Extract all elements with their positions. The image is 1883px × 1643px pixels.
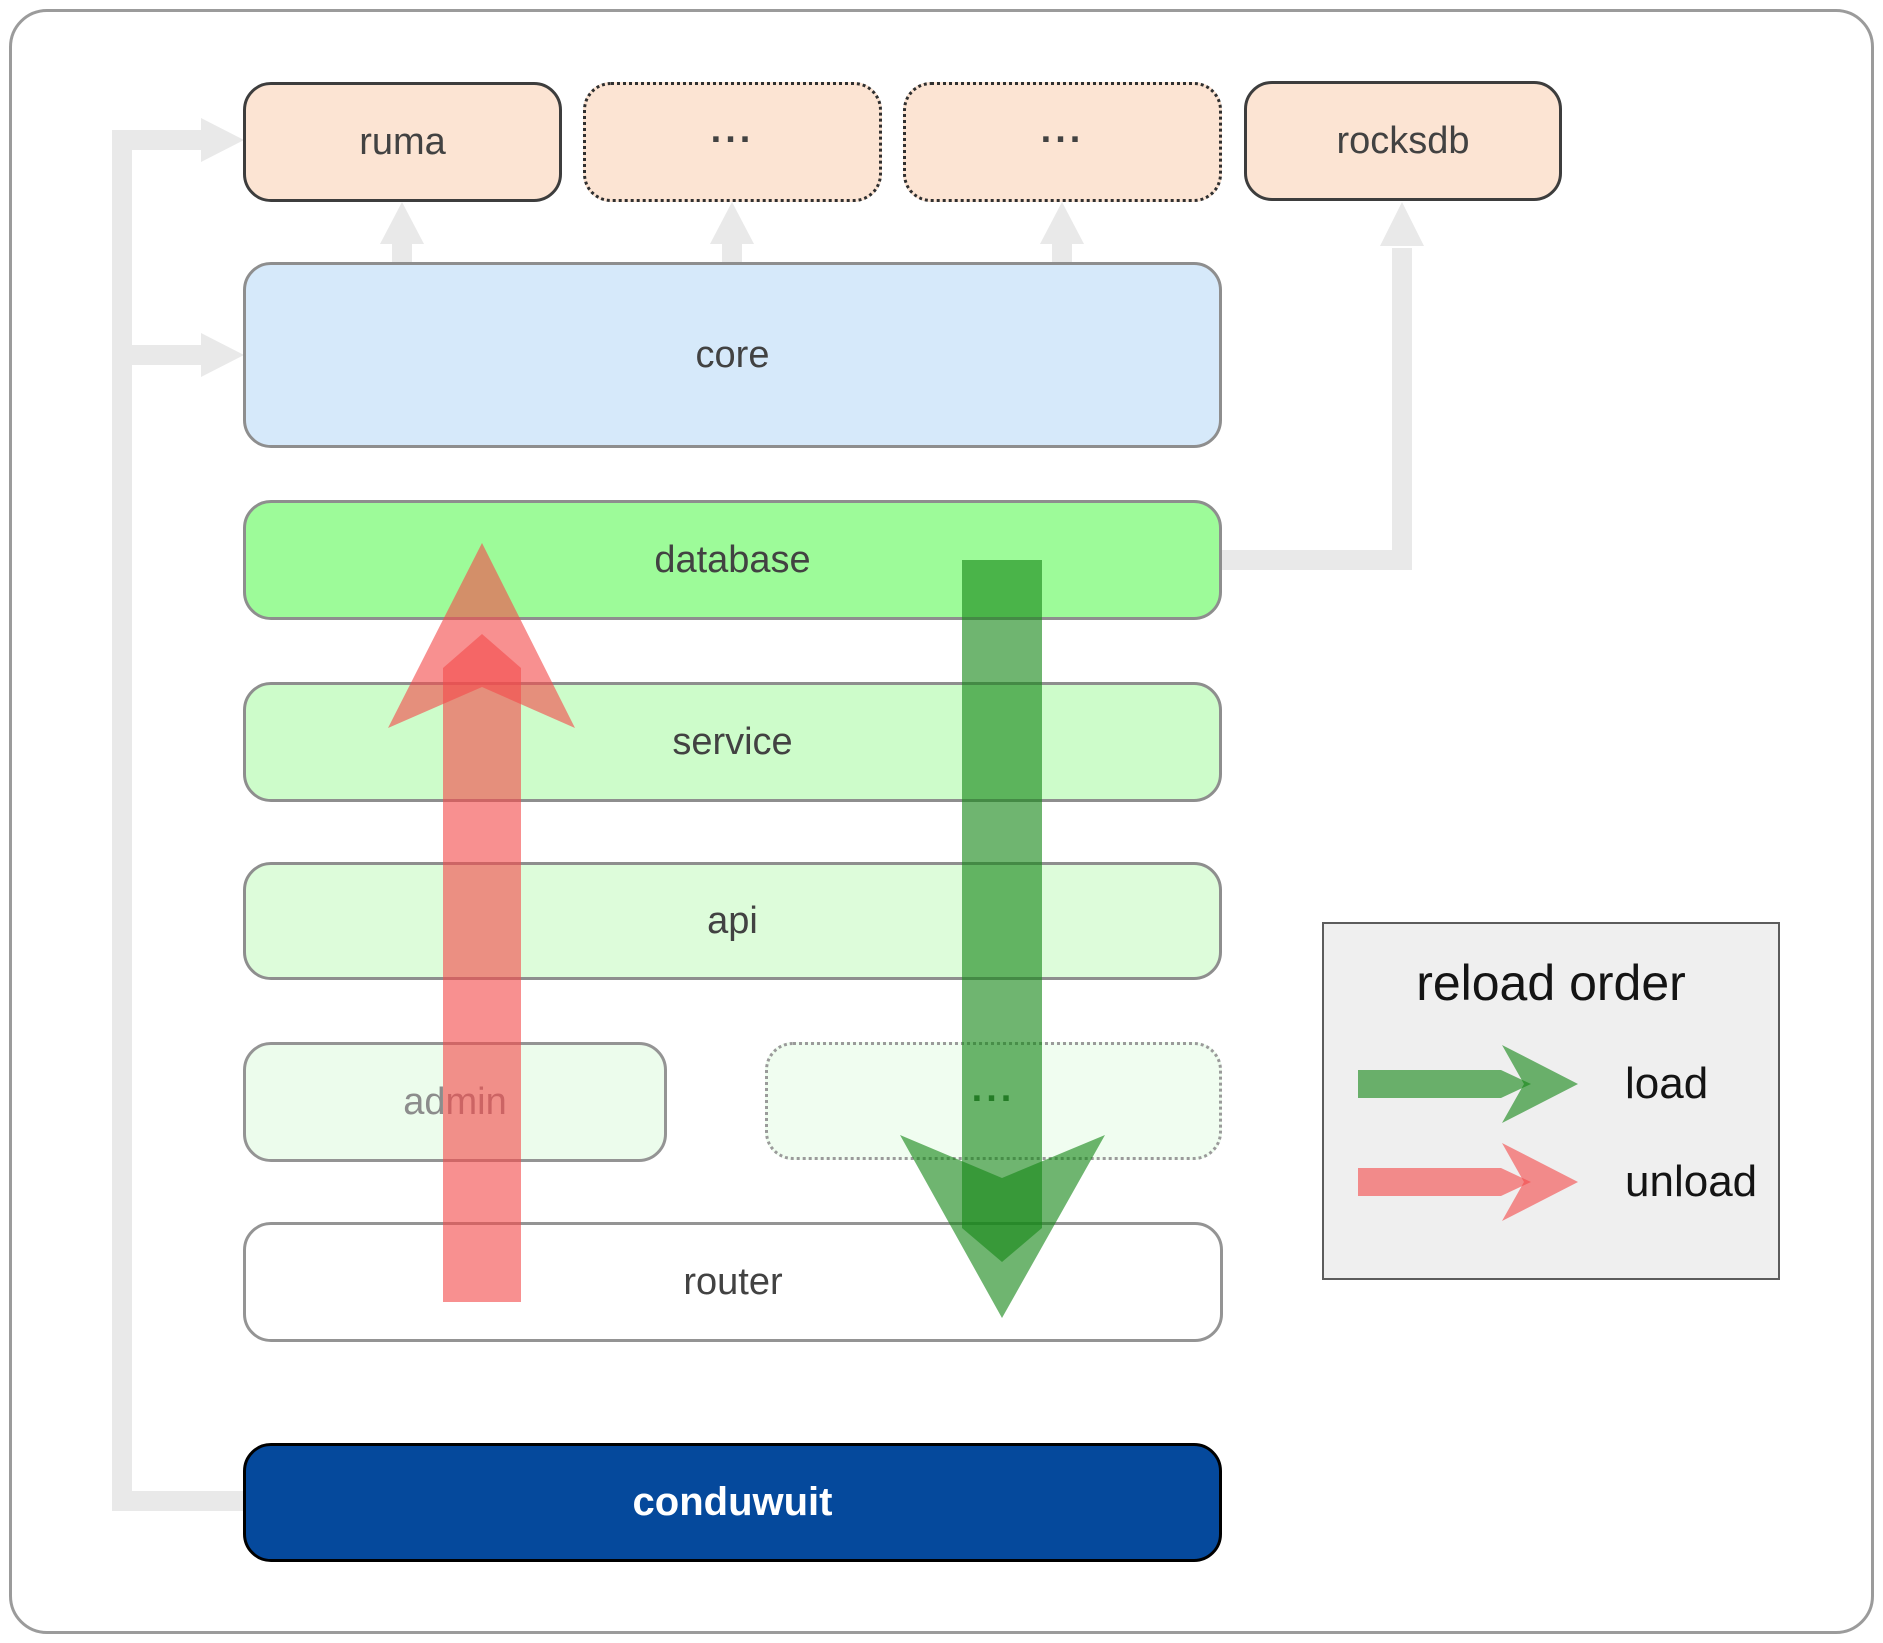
layer-box-core: core xyxy=(243,262,1222,448)
layer-label-core: core xyxy=(695,333,770,376)
layer-label-database: database xyxy=(654,538,811,581)
app-label-conduwuit: conduwuit xyxy=(632,1480,833,1524)
app-box-conduwuit: conduwuit xyxy=(243,1443,1222,1562)
crate-box-ellipsis-1: ... xyxy=(583,82,882,202)
connector-database-to-rocksdb xyxy=(1222,248,1412,570)
legend-unload-label: unload xyxy=(1625,1157,1758,1206)
crate-label-rocksdb: rocksdb xyxy=(1336,119,1470,162)
layer-box-service: service xyxy=(243,682,1222,802)
layer-box-router: router xyxy=(243,1222,1223,1342)
layer-label-api: api xyxy=(707,899,758,942)
legend-panel: reload order load unload xyxy=(1322,922,1780,1280)
crate-box-rocksdb: rocksdb xyxy=(1244,81,1562,201)
layer-label-admin-ellipsis: ... xyxy=(971,1067,1016,1110)
layer-box-database: database xyxy=(243,500,1222,620)
connector-arrowhead-crate-3 xyxy=(1040,202,1084,244)
connector-core-to-crates-stems xyxy=(392,242,1072,262)
legend-unload-arrow-shaft xyxy=(1358,1168,1531,1196)
legend-load-label: load xyxy=(1625,1059,1709,1108)
connector-arrowhead-core xyxy=(201,333,244,377)
connector-arrowhead-rocksdb xyxy=(1380,202,1424,246)
connector-arrowhead-ruma xyxy=(201,118,244,162)
crate-label-ellipsis-1: ... xyxy=(710,108,755,151)
crate-label-ellipsis-2: ... xyxy=(1040,108,1085,151)
crate-box-ellipsis-2: ... xyxy=(903,82,1222,202)
layer-label-router: router xyxy=(683,1260,783,1303)
connector-conduwuit-to-ruma xyxy=(112,130,243,1511)
legend-title: reload order xyxy=(1416,955,1686,1011)
legend-unload-arrow-head xyxy=(1502,1143,1578,1221)
legend-load-arrow-icon xyxy=(1358,1045,1578,1123)
layer-box-admin: admin xyxy=(243,1042,667,1162)
crate-box-ruma: ruma xyxy=(243,82,562,202)
figure-border xyxy=(9,9,1874,1634)
connector-arrowhead-crate-1 xyxy=(380,202,424,244)
layer-box-admin-ellipsis: ... xyxy=(765,1042,1222,1160)
connector-arrowhead-crate-2 xyxy=(710,202,754,244)
crate-label-ruma: ruma xyxy=(359,120,446,163)
legend-unload-arrow-icon xyxy=(1358,1143,1578,1221)
layer-label-admin: admin xyxy=(403,1080,507,1123)
layer-label-service: service xyxy=(672,720,793,763)
layer-box-api: api xyxy=(243,862,1222,980)
legend-load-arrow-head xyxy=(1502,1045,1578,1123)
legend-load-arrow-shaft xyxy=(1358,1070,1531,1098)
